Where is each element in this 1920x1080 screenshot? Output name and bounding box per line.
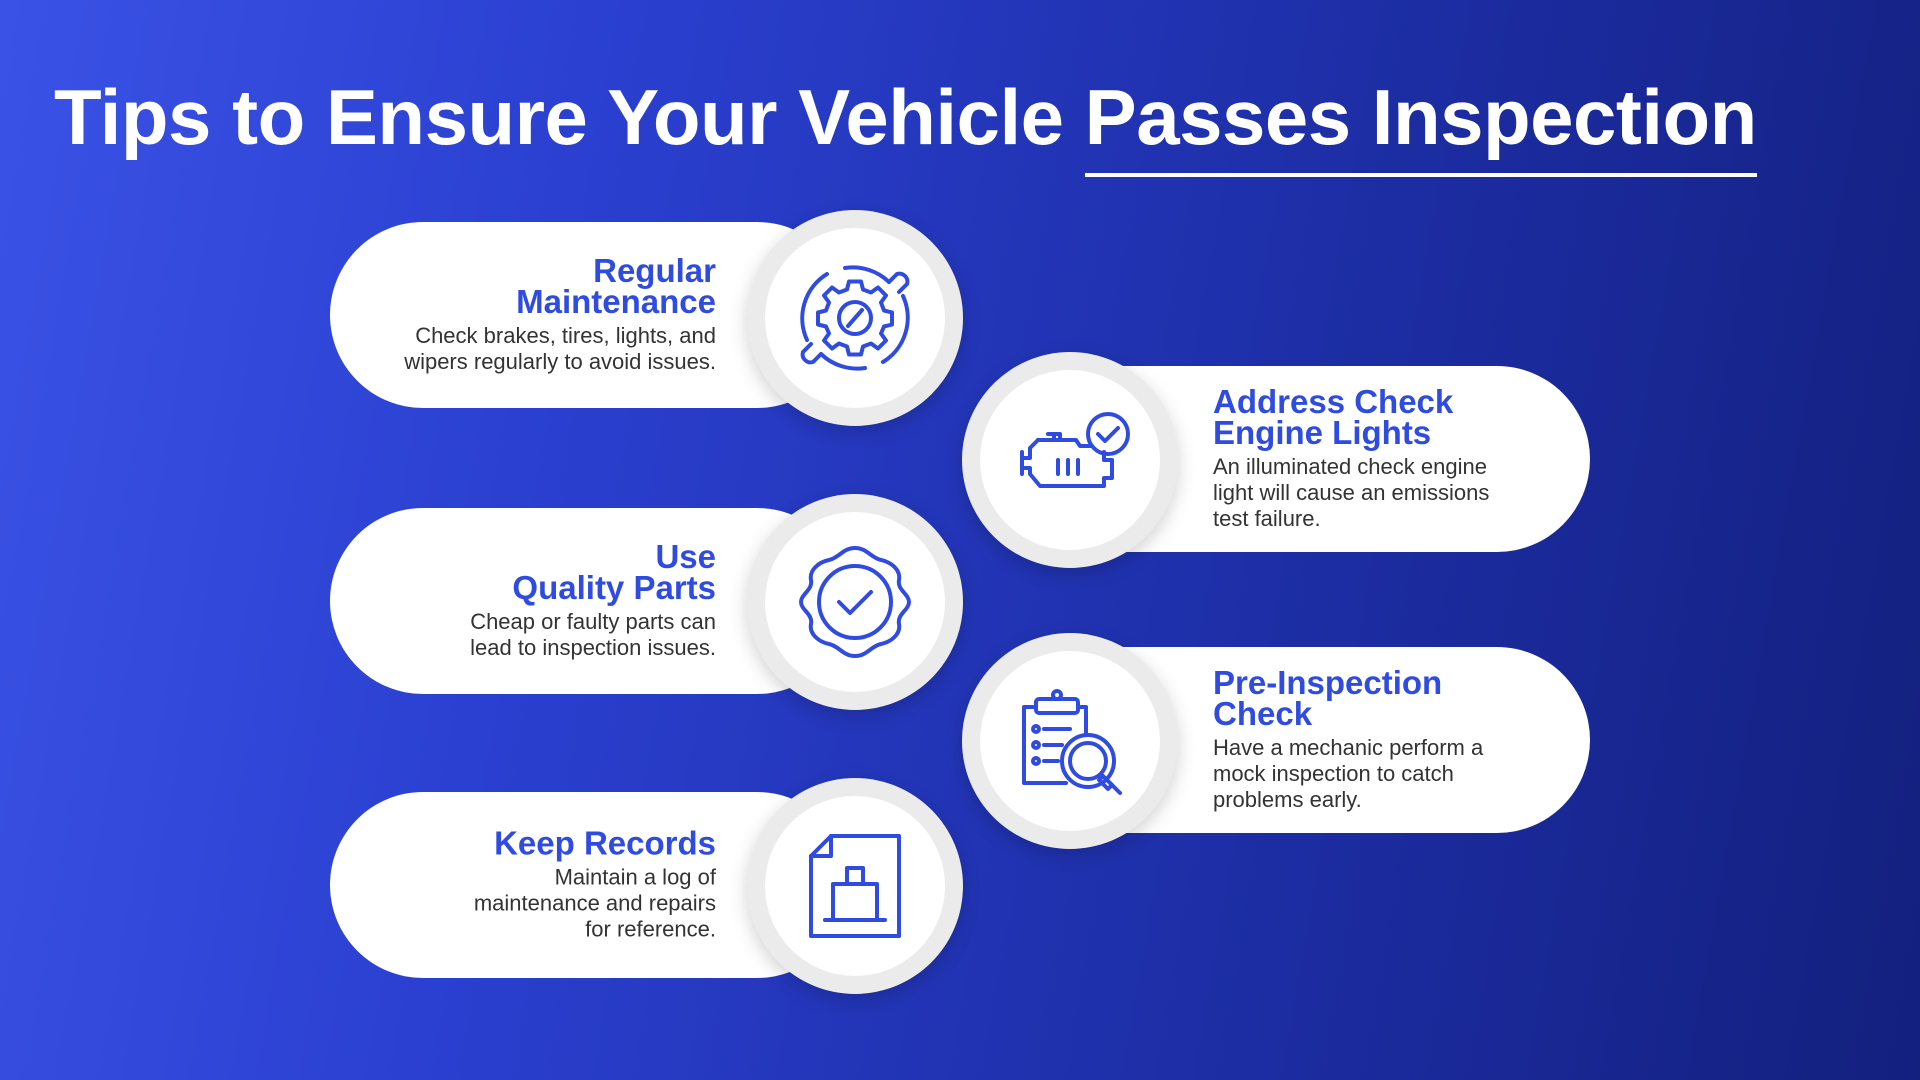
tip-description-line: mock inspection to catch	[1213, 761, 1454, 786]
engine-check-icon	[1020, 412, 1130, 488]
tip-title-line: Check	[1213, 695, 1313, 732]
tip-title: Regular Maintenance	[356, 252, 716, 320]
tip-description-line: An illuminated check engine	[1213, 454, 1487, 479]
tip-title-line: Address Check	[1213, 383, 1454, 420]
tip-description: Maintain a log of maintenance and repair…	[356, 865, 716, 943]
tip-description-line: for reference.	[585, 916, 716, 942]
tip-description-line: Cheap or faulty parts can	[470, 609, 716, 634]
tip-title-line: Quality Parts	[512, 569, 716, 606]
tip-icon-circle-regular-maintenance	[747, 210, 963, 426]
tip-title: Keep Records	[494, 824, 716, 862]
tip-description: Have a mechanic perform a mock inspectio…	[1213, 735, 1563, 813]
tip-title-line: Use	[655, 538, 716, 575]
save-disk-icon	[809, 834, 901, 938]
page-title: Tips to Ensure Your Vehicle Passes Inspe…	[54, 72, 1757, 177]
tip-title-line: Engine Lights	[1213, 414, 1432, 451]
tip-title-line: Maintenance	[516, 283, 716, 320]
tip-text: Regular Maintenance Check brakes, tires,…	[356, 252, 716, 375]
tip-description: Check brakes, tires, lights, and wipers …	[356, 323, 716, 375]
tip-text: Address Check Engine Lights An illuminat…	[1213, 383, 1563, 532]
tip-text: Keep Records Maintain a log of maintenan…	[356, 824, 716, 943]
tip-icon-circle-pre-inspection	[962, 633, 1178, 849]
tip-text: Use Quality Parts Cheap or faulty parts …	[356, 538, 716, 661]
tip-icon-circle-quality-parts	[747, 494, 963, 710]
tip-title-line: Pre-Inspection	[1213, 664, 1443, 701]
title-underlined: Passes Inspection	[1084, 72, 1757, 177]
tip-description-line: lead to inspection issues.	[470, 635, 716, 660]
tip-description-line: problems early.	[1213, 787, 1362, 812]
quality-badge-check-icon	[799, 546, 911, 658]
tip-text: Pre-Inspection Check Have a mechanic per…	[1213, 664, 1563, 813]
tip-title: Address Check Engine Lights	[1213, 383, 1563, 451]
tip-description-line: Check brakes, tires, lights, and	[415, 323, 716, 348]
tip-description-line: test failure.	[1213, 506, 1321, 531]
tip-title: Pre-Inspection Check	[1213, 664, 1563, 732]
clipboard-magnifier-icon	[1022, 689, 1122, 795]
tip-title-line: Regular	[593, 252, 716, 289]
gear-wrench-cycle-icon	[800, 265, 910, 371]
tip-description-line: Have a mechanic perform a	[1213, 735, 1484, 760]
tip-card-quality-parts: Use Quality Parts Cheap or faulty parts …	[330, 508, 850, 694]
tip-icon-circle-check-engine	[962, 352, 1178, 568]
tip-description: Cheap or faulty parts can lead to inspec…	[356, 609, 716, 661]
tip-description-line: light will cause an emissions	[1213, 480, 1490, 505]
tip-icon-circle-keep-records	[747, 778, 963, 994]
tip-title: Use Quality Parts	[356, 538, 716, 606]
title-main: Tips to Ensure Your Vehicle	[54, 73, 1064, 161]
tip-description-line: Maintain a log of	[554, 864, 716, 890]
tip-description-line: wipers regularly to avoid issues.	[404, 349, 716, 374]
tip-description-line: maintenance and repairs	[473, 890, 716, 916]
tip-description: An illuminated check engine light will c…	[1213, 454, 1563, 532]
